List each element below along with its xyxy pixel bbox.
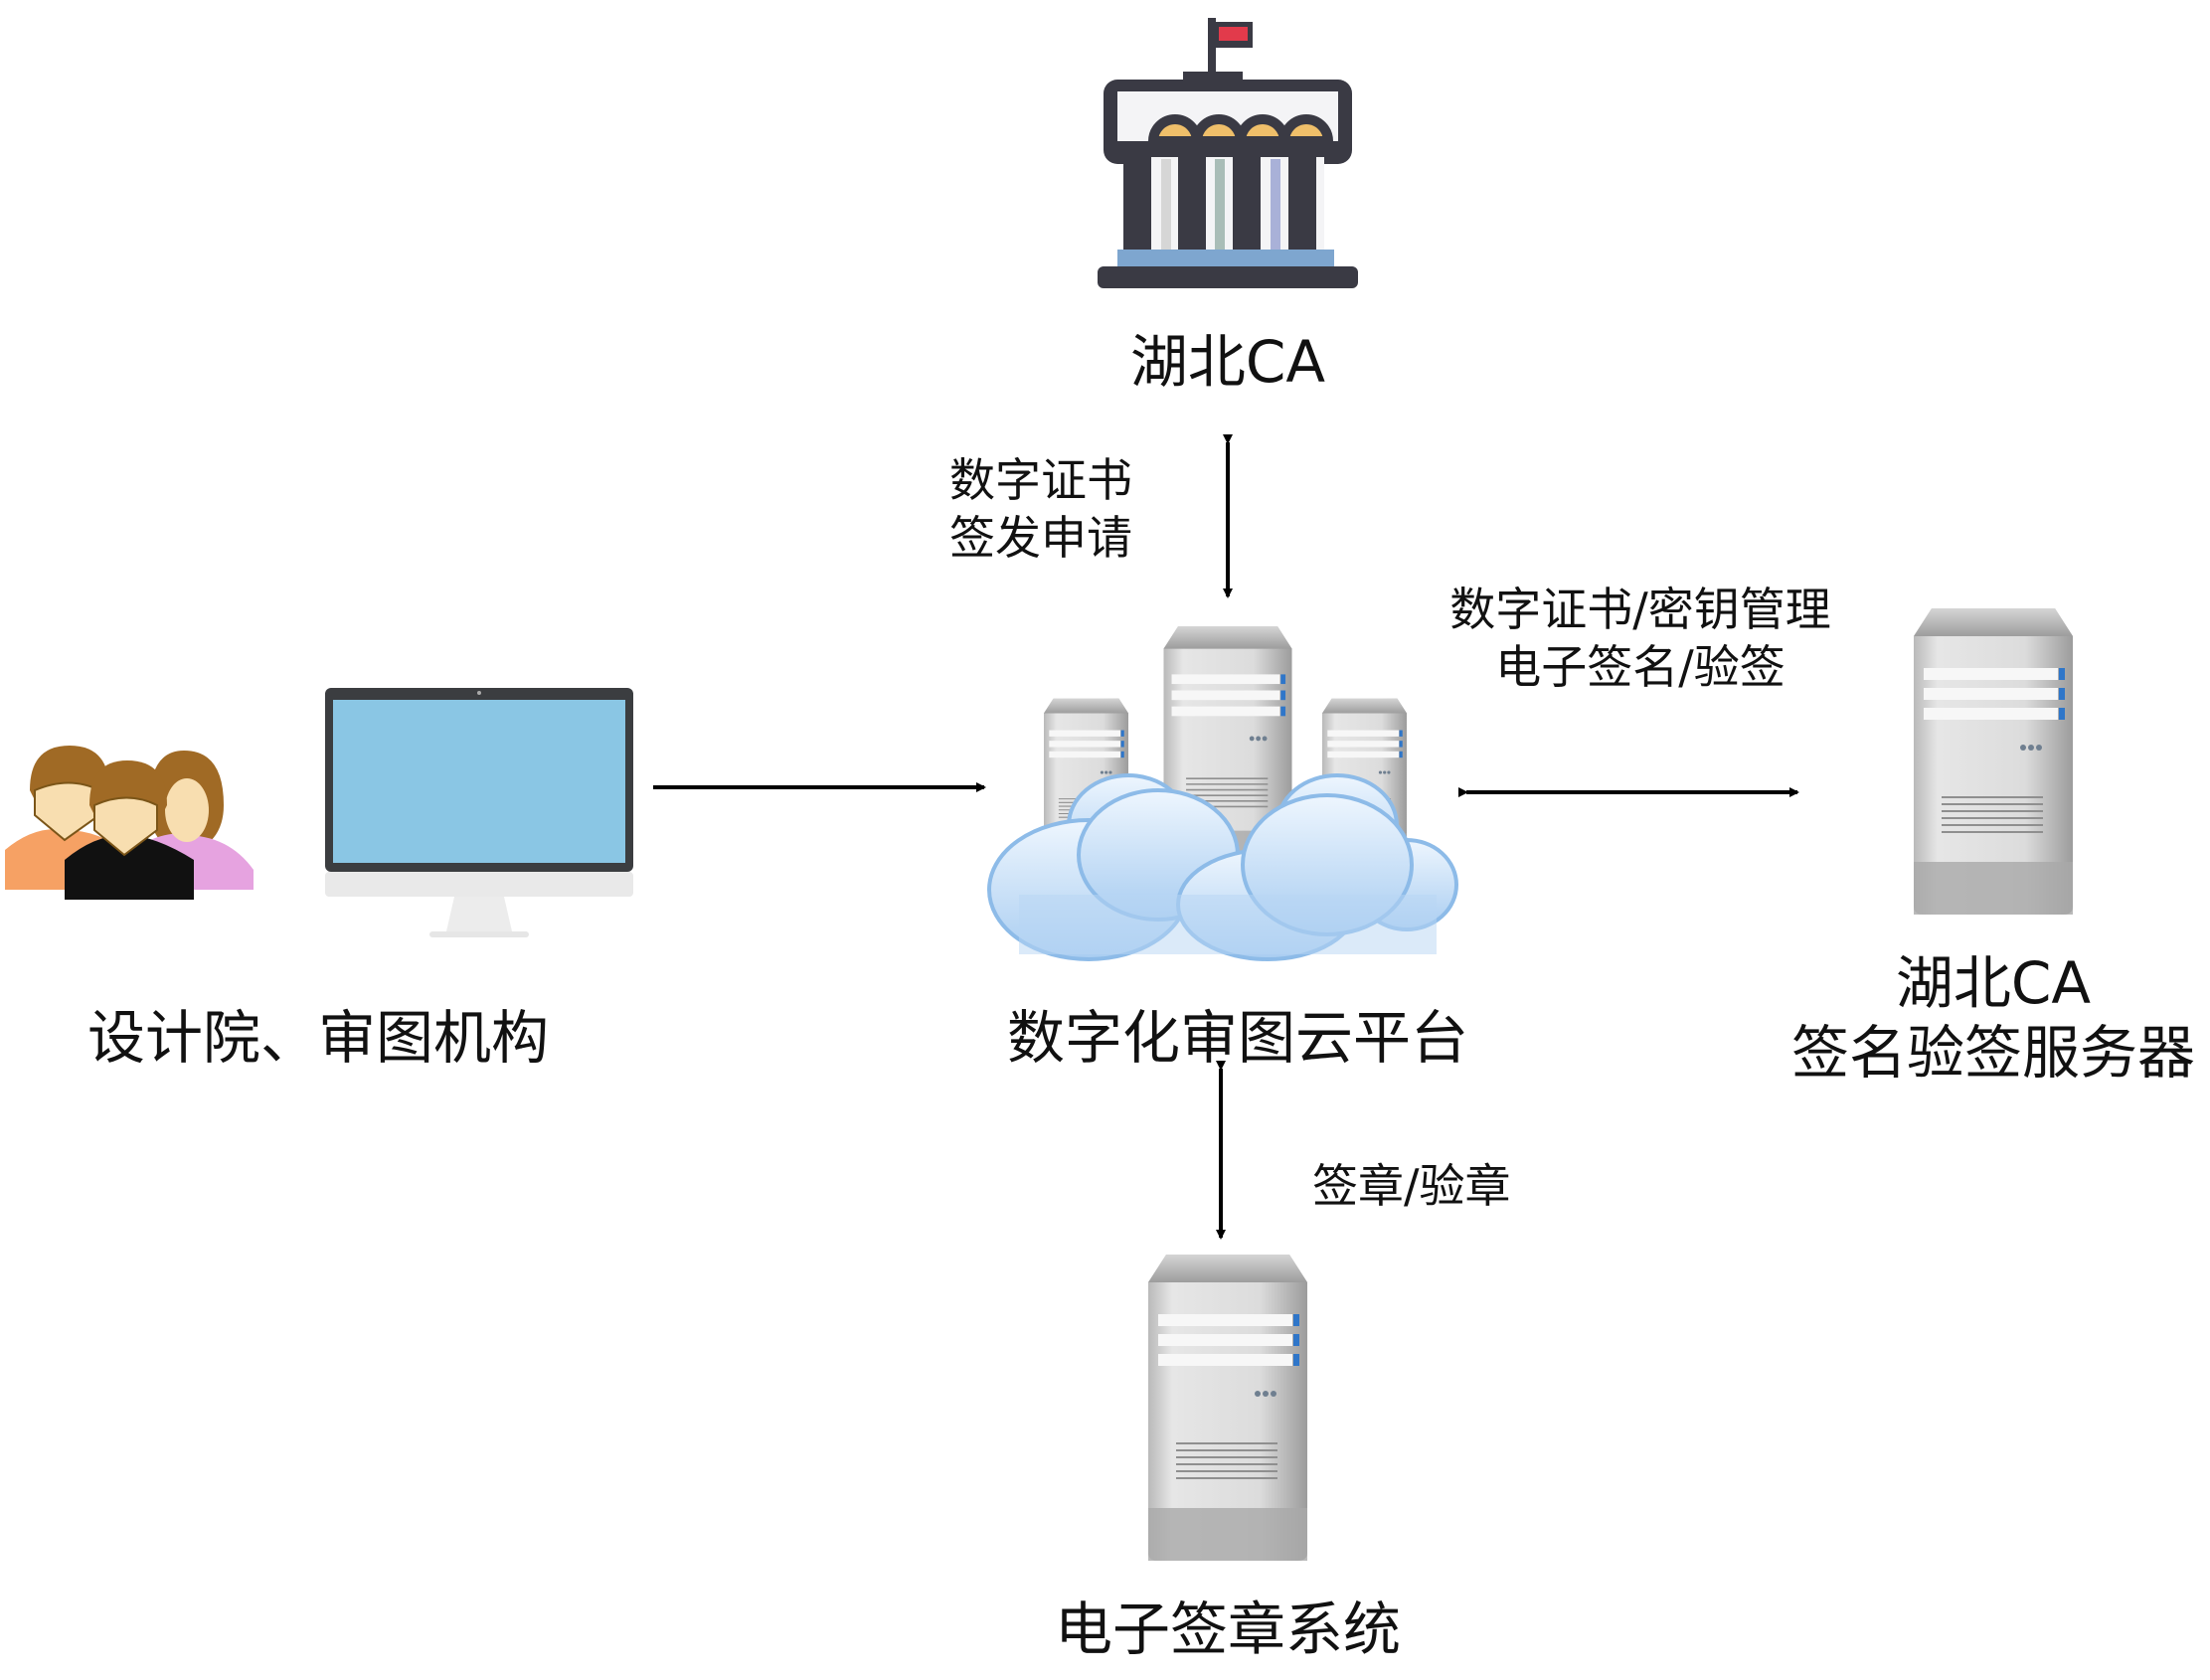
ca-platform-label: 数字证书 签发申请 xyxy=(949,452,1132,567)
sign-server-label: 湖北CA 签名验签服务器 xyxy=(1750,949,2210,1088)
sign-server-label-line-1: 湖北CA xyxy=(1895,949,2092,1017)
platform-sign-server-label-line-1: 数字证书/密钥管理 xyxy=(1449,583,1831,636)
platform-label: 数字化审图云平台 xyxy=(1006,1004,1468,1072)
users-group-icon xyxy=(5,746,254,900)
monitor-icon xyxy=(325,688,633,937)
ca-platform-label-line-1: 数字证书 xyxy=(949,453,1132,507)
cloud-servers-icon xyxy=(987,626,1458,961)
platform-seal-label: 签章/验章 xyxy=(1312,1159,1511,1213)
ca-platform-label-line-2: 签发申请 xyxy=(949,510,1132,565)
seal-system-server-icon xyxy=(1148,1255,1307,1562)
government-building-icon xyxy=(1098,18,1358,288)
platform-sign-server-label: 数字证书/密钥管理 电子签名/验签 xyxy=(1432,582,1849,696)
seal-system-label: 电子签章系统 xyxy=(1054,1596,1401,1663)
sign-server-label-line-2: 签名验签服务器 xyxy=(1790,1018,2195,1087)
platform-sign-server-label-line-2: 电子签名/验签 xyxy=(1495,639,1785,694)
users-label: 设计院、审图机构 xyxy=(86,1004,549,1072)
hubei-ca-label: 湖北CA xyxy=(1129,328,1326,396)
